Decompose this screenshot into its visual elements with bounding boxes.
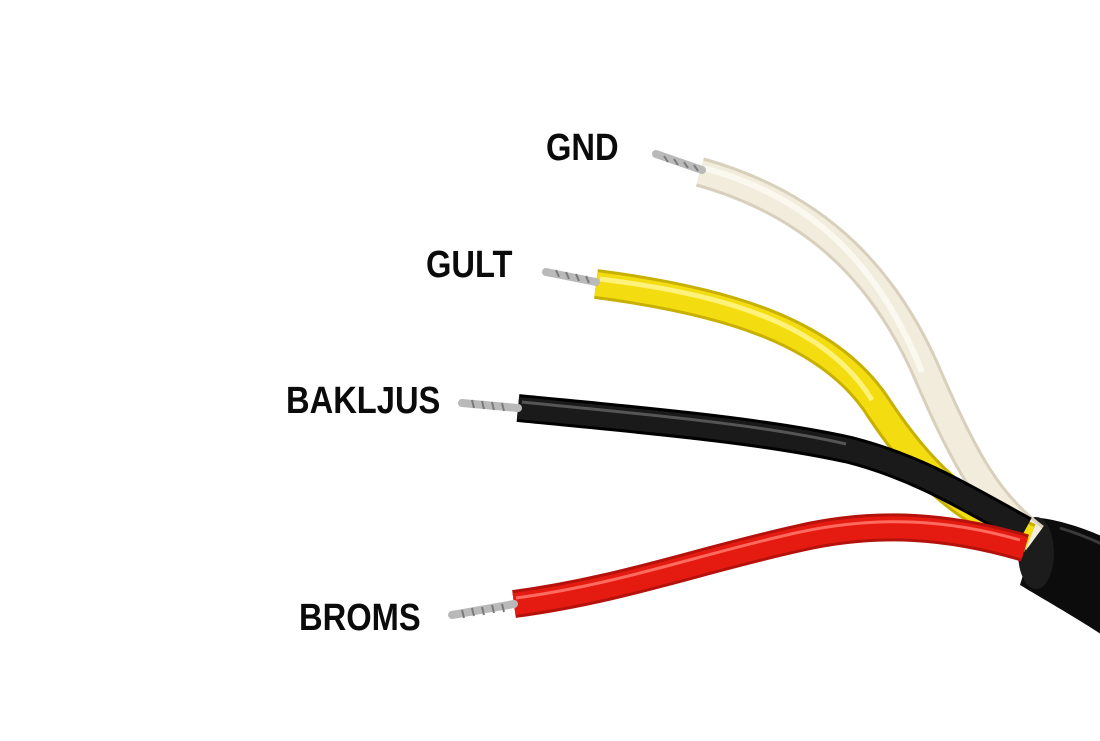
wire-broms [448,513,1029,619]
label-gnd: GND [546,127,619,169]
label-broms: BROMS [299,597,421,639]
wire-bakljus [458,394,1032,543]
wire-gnd [652,150,1045,551]
label-gult: GULT [426,244,513,286]
label-bakljus: BAKLJUS [286,380,441,422]
conductor-bakljus [458,399,522,412]
